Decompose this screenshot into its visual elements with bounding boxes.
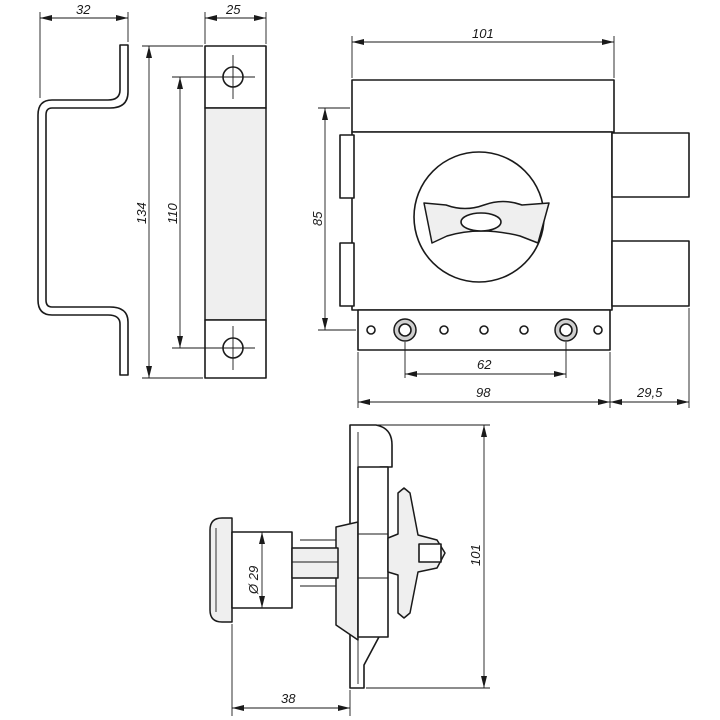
side-block — [357, 466, 389, 638]
lock-body-front-view: 101 85 62 98 29,5 — [310, 26, 690, 408]
dim-strike-height: 134 — [134, 202, 149, 224]
strike-body — [204, 107, 267, 321]
bolt-upper — [611, 132, 690, 198]
strike-plate-view: 25 134 110 — [134, 2, 267, 379]
lock-side-view: Ø 29 101 38 — [209, 424, 490, 716]
bracket-outline — [37, 44, 129, 376]
knob-slot — [460, 212, 502, 232]
dim-body-length: 98 — [476, 385, 491, 400]
cylinder-head — [209, 517, 233, 623]
dim-strike-width: 25 — [225, 2, 241, 17]
dim-mount-hole-spacing: 62 — [477, 357, 492, 372]
dim-body-height: 85 — [310, 211, 325, 226]
dim-bolt-throw: 29,5 — [636, 385, 663, 400]
dim-side-height: 101 — [468, 544, 483, 566]
dim-cylinder-length: 38 — [281, 691, 296, 706]
bolt-lower — [611, 240, 690, 307]
dim-cylinder-diameter: Ø 29 — [246, 566, 261, 595]
dim-strike-hole-spacing: 110 — [165, 203, 180, 224]
cylinder-shaft — [291, 547, 339, 579]
bracket-view: 32 — [37, 2, 129, 376]
left-upper-tab — [339, 134, 355, 199]
body-top-cover — [351, 79, 615, 133]
dim-body-width: 101 — [472, 26, 494, 41]
side-housing — [335, 521, 359, 641]
knob-stub — [418, 543, 442, 563]
left-lower-tab — [339, 242, 355, 307]
dim-bracket-width: 32 — [76, 2, 91, 17]
mount-holes — [366, 318, 603, 342]
